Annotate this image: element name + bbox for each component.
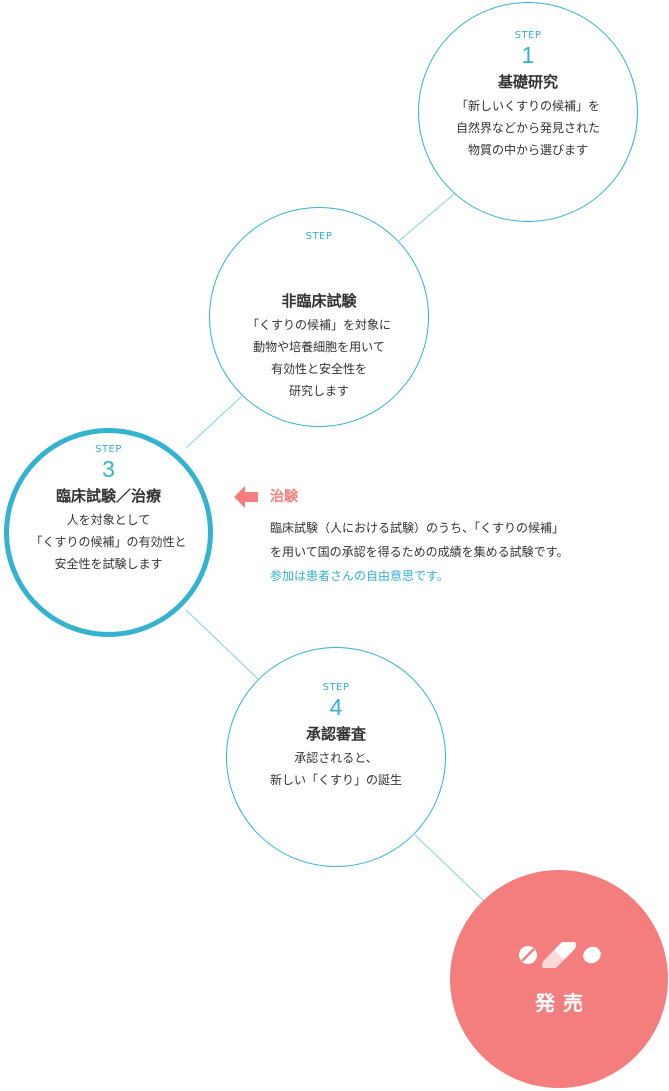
description-line: 新しい「くすり」の誕生	[269, 773, 402, 787]
step-description: 承認されると、 新しい「くすり」の誕生	[227, 747, 445, 791]
description-line: 承認されると、	[294, 751, 378, 765]
step-title: 基礎研究	[497, 73, 558, 91]
description-line: 人を対象として	[66, 513, 151, 527]
release-label: 発売	[535, 991, 591, 1015]
step-label: STEP	[305, 231, 333, 242]
medicine-icons	[519, 942, 601, 968]
release-circle: 発売	[450, 870, 668, 1088]
description-line: 「くすりの候補」の有効性と	[30, 535, 187, 549]
step-3-circle: STEP 3 臨床試験／治療 人を対象として 「くすりの候補」の有効性と 安全性…	[4, 428, 213, 637]
step-4-circle: STEP 4 承認審査 承認されると、 新しい「くすり」の誕生	[226, 647, 446, 867]
description-line: 安全性を試験します	[54, 557, 163, 571]
step-title: 非臨床試験	[281, 292, 357, 310]
step-description: 「くすりの候補」を対象に 動物や培養細胞を用いて 有効性と安全性を 研究します	[210, 314, 428, 402]
description-line: 「新しいくすりの候補」を	[455, 99, 600, 113]
step-number	[210, 243, 428, 269]
description-line: 「くすりの候補」を対象に	[246, 318, 391, 332]
step-label: STEP	[95, 444, 122, 455]
description-line: 有効性と安全性を	[270, 362, 367, 376]
capsule-icon	[542, 942, 576, 968]
clinical-trial-title: 治験	[270, 489, 298, 505]
description-line: 自然界などから発見された	[455, 121, 600, 135]
tablet-icon	[583, 946, 601, 964]
step-label: STEP	[322, 682, 350, 693]
description-line: 物質の中から選びます	[467, 143, 588, 157]
step-1-circle: STEP 1 基礎研究 「新しいくすりの候補」を 自然界などから発見された 物質…	[418, 2, 638, 222]
step-description: 「新しいくすりの候補」を 自然界などから発見された 物質の中から選びます	[419, 95, 637, 161]
description-line: 動物や培養細胞を用いて	[253, 340, 385, 354]
connector-line	[398, 187, 462, 242]
step-title: 承認審査	[305, 725, 366, 743]
body-line: 臨床試験（人における試験）のうち、「くすりの候補」	[270, 521, 565, 535]
step-description: 人を対象として 「くすりの候補」の有効性と 安全性を試験します	[9, 509, 208, 575]
step-2-circle: STEP 非臨床試験 「くすりの候補」を対象に 動物や培養細胞を用いて 有効性と…	[209, 207, 429, 427]
step-label: STEP	[514, 30, 542, 41]
body-line: を用いて国の承認を得るための成績を集める試験です。	[270, 545, 569, 559]
clinical-trial-body: 臨床試験（人における試験）のうち、「くすりの候補」 を用いて国の承認を得るための…	[270, 516, 654, 588]
connector-line	[185, 395, 243, 449]
step-title: 臨床試験／治療	[55, 487, 161, 505]
description-line: 研究します	[288, 384, 349, 398]
step-number: 3	[102, 456, 115, 482]
connector-line	[414, 834, 485, 902]
step-number: 4	[329, 694, 343, 720]
connector-line	[185, 609, 259, 680]
step-number: 1	[521, 42, 535, 68]
arrow-left-icon	[234, 486, 258, 508]
tablet-icon	[519, 946, 537, 964]
participation-note: 参加は患者さんの自由意思です。	[270, 569, 449, 583]
